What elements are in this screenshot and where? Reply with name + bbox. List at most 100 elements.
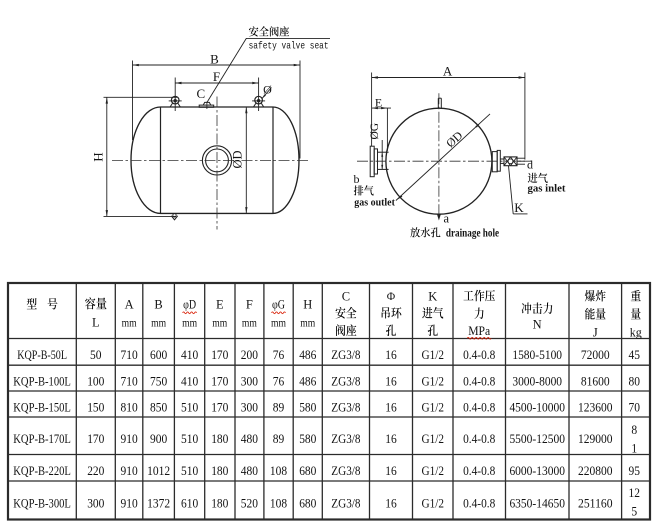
svg-text:H: H xyxy=(91,152,106,161)
svg-text:80: 80 xyxy=(629,375,641,389)
svg-text:1012: 1012 xyxy=(147,464,170,478)
svg-text:5: 5 xyxy=(631,505,637,519)
svg-text:16: 16 xyxy=(385,375,397,389)
svg-text:mm: mm xyxy=(122,316,138,330)
svg-text:K: K xyxy=(428,289,437,303)
svg-text:600: 600 xyxy=(150,348,167,362)
svg-text:410: 410 xyxy=(181,375,198,389)
svg-text:810: 810 xyxy=(121,400,138,414)
svg-text:0.4-0.8: 0.4-0.8 xyxy=(463,497,495,511)
svg-text:0.4-0.8: 0.4-0.8 xyxy=(463,432,495,446)
svg-text:680: 680 xyxy=(299,497,316,511)
svg-text:486: 486 xyxy=(299,375,316,389)
svg-text:70: 70 xyxy=(629,400,641,414)
svg-text:G1/2: G1/2 xyxy=(422,400,445,414)
svg-text:ZG3/8: ZG3/8 xyxy=(331,464,360,478)
svg-text:H: H xyxy=(303,297,312,311)
svg-text:710: 710 xyxy=(121,375,138,389)
svg-text:K: K xyxy=(514,200,524,215)
svg-text:KQP-B-300L: KQP-B-300L xyxy=(13,497,71,511)
svg-text:300: 300 xyxy=(241,400,258,414)
svg-text:G1/2: G1/2 xyxy=(422,432,445,446)
svg-text:d: d xyxy=(527,157,533,171)
svg-text:G1/2: G1/2 xyxy=(422,348,445,362)
svg-text:16: 16 xyxy=(385,464,397,478)
svg-text:108: 108 xyxy=(270,497,287,511)
svg-text:129000: 129000 xyxy=(578,432,613,446)
svg-text:16: 16 xyxy=(385,432,397,446)
svg-text:a: a xyxy=(444,211,450,225)
svg-text:mm: mm xyxy=(242,316,258,330)
svg-text:C: C xyxy=(196,86,205,101)
svg-text:680: 680 xyxy=(299,464,316,478)
svg-text:108: 108 xyxy=(270,464,287,478)
svg-text:510: 510 xyxy=(181,432,198,446)
svg-text:G1/2: G1/2 xyxy=(422,464,445,478)
svg-text:E: E xyxy=(216,297,224,311)
svg-text:0.4-0.8: 0.4-0.8 xyxy=(463,348,495,362)
svg-text:200: 200 xyxy=(241,348,258,362)
svg-text:KQP-B-170L: KQP-B-170L xyxy=(13,432,71,446)
svg-text:Φ: Φ xyxy=(387,291,396,303)
svg-text:safety valve seat: safety valve seat xyxy=(249,41,329,53)
svg-text:180: 180 xyxy=(211,497,228,511)
svg-text:510: 510 xyxy=(181,400,198,414)
svg-text:ZG3/8: ZG3/8 xyxy=(331,400,360,414)
svg-text:480: 480 xyxy=(241,464,258,478)
svg-text:520: 520 xyxy=(241,497,258,511)
svg-text:910: 910 xyxy=(121,464,138,478)
svg-text:KQP-B-100L: KQP-B-100L xyxy=(13,375,71,389)
svg-text:4500-10000: 4500-10000 xyxy=(509,400,565,414)
svg-text:A: A xyxy=(443,63,453,78)
svg-text:ØD: ØD xyxy=(230,150,244,168)
svg-text:72000: 72000 xyxy=(581,348,610,362)
svg-text:8: 8 xyxy=(631,423,637,437)
svg-text:12: 12 xyxy=(629,486,641,500)
svg-text:mm: mm xyxy=(151,316,167,330)
svg-text:81600: 81600 xyxy=(581,375,610,389)
svg-text:50: 50 xyxy=(90,348,102,362)
svg-text:G1/2: G1/2 xyxy=(422,497,445,511)
svg-text:300: 300 xyxy=(241,375,258,389)
svg-text:ZG3/8: ZG3/8 xyxy=(331,432,360,446)
svg-text:251160: 251160 xyxy=(578,497,613,511)
svg-text:170: 170 xyxy=(87,432,104,446)
svg-text:480: 480 xyxy=(241,432,258,446)
svg-text:5500-12500: 5500-12500 xyxy=(509,432,565,446)
svg-text:F: F xyxy=(246,297,253,311)
svg-text:220800: 220800 xyxy=(578,464,613,478)
svg-text:N: N xyxy=(533,318,542,332)
svg-text:E: E xyxy=(375,95,382,109)
svg-text:850: 850 xyxy=(150,400,167,414)
svg-text:580: 580 xyxy=(299,400,316,414)
svg-text:ZG3/8: ZG3/8 xyxy=(331,348,360,362)
svg-text:16: 16 xyxy=(385,348,397,362)
svg-text:900: 900 xyxy=(150,432,167,446)
svg-text:89: 89 xyxy=(273,400,285,414)
svg-text:170: 170 xyxy=(211,400,228,414)
svg-text:Ø: Ø xyxy=(263,82,272,96)
svg-text:6000-13000: 6000-13000 xyxy=(509,464,565,478)
svg-text:710: 710 xyxy=(121,348,138,362)
svg-text:F: F xyxy=(213,69,220,84)
svg-text:1: 1 xyxy=(631,442,637,456)
svg-text:76: 76 xyxy=(273,375,285,389)
svg-text:KQP-B-150L: KQP-B-150L xyxy=(13,400,71,414)
svg-text:0.4-0.8: 0.4-0.8 xyxy=(463,464,495,478)
svg-text:b: b xyxy=(354,172,360,186)
svg-text:45: 45 xyxy=(629,348,641,362)
svg-text:1580-5100: 1580-5100 xyxy=(512,348,562,362)
svg-text:B: B xyxy=(210,52,219,67)
svg-text:910: 910 xyxy=(121,497,138,511)
svg-text:123600: 123600 xyxy=(578,400,613,414)
svg-text:910: 910 xyxy=(121,432,138,446)
svg-text:6350-14650: 6350-14650 xyxy=(509,497,565,511)
svg-text:100: 100 xyxy=(87,375,104,389)
svg-text:220: 220 xyxy=(87,464,104,478)
svg-text:610: 610 xyxy=(181,497,198,511)
svg-text:gas outlet: gas outlet xyxy=(354,196,395,208)
svg-text:16: 16 xyxy=(385,400,397,414)
svg-text:ZG3/8: ZG3/8 xyxy=(331,497,360,511)
svg-text:580: 580 xyxy=(299,432,316,446)
svg-text:L: L xyxy=(92,316,100,330)
